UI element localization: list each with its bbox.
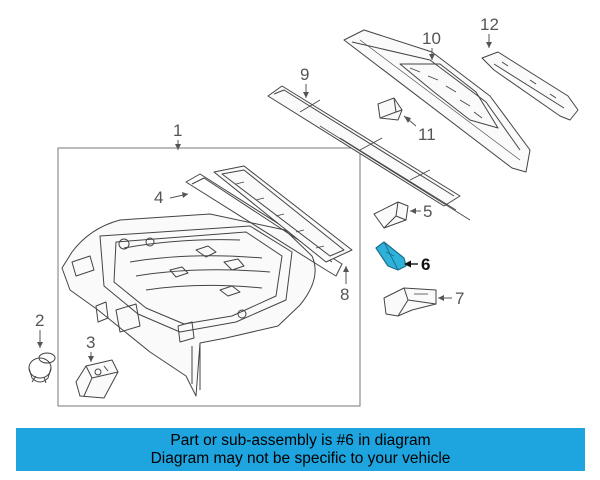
callout-6: 6 [421,255,430,274]
callout-8: 8 [340,285,349,304]
part-2-clip [28,352,56,384]
callout-9: 9 [300,65,309,84]
part-12-trim [481,51,579,121]
banner-line-2: Diagram may not be specific to your vehi… [150,450,451,467]
part-1-package-tray [61,213,316,397]
part-1-group-box [57,147,361,407]
banner-line-1: Part or sub-assembly is #6 in diagram [170,432,431,449]
part-7-bracket [383,287,437,317]
callout-12: 12 [480,15,499,34]
callout-2: 2 [35,311,44,330]
part-6-highlighted-clip [375,241,407,271]
info-banner: Part or sub-assembly is #6 in diagram Di… [16,428,585,471]
part-3-bracket [75,359,119,399]
leader-arrowheads [37,42,492,362]
part-10-shelf-panel [343,29,531,173]
part-11-bracket [377,97,403,121]
callout-10: 10 [422,29,441,48]
callout-5: 5 [423,202,432,221]
callout-1: 1 [173,121,182,140]
part-9-cover [267,85,471,221]
callout-4: 4 [154,188,163,207]
callout-7: 7 [455,289,464,308]
part-8-trim-panel [213,165,353,263]
callout-3: 3 [86,333,95,352]
part-4-seal-strip [185,173,343,277]
part-5-clip [373,201,409,229]
callout-11: 11 [418,125,436,144]
